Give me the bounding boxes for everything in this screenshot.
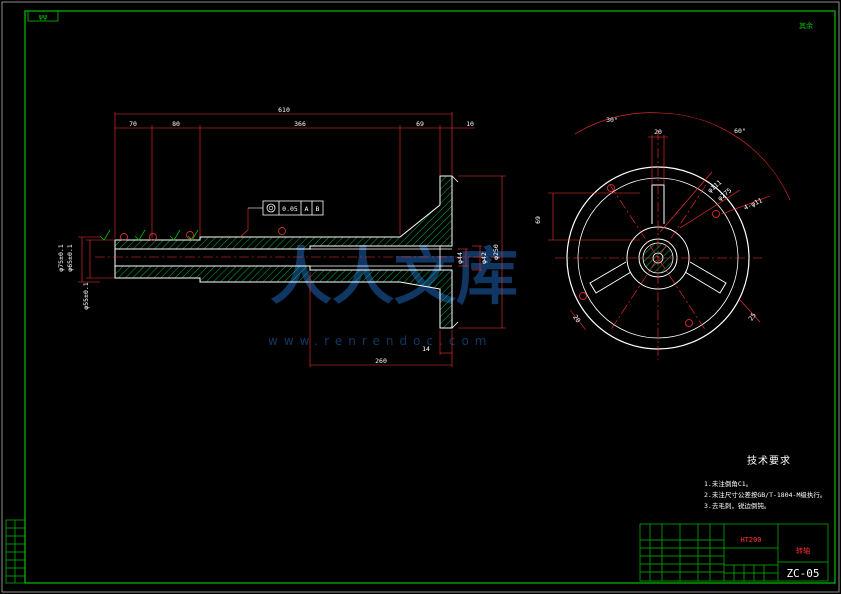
dim-dia-44: φ44 [456, 252, 464, 264]
dim-seg-69: 69 [416, 120, 424, 128]
corner-tag-left: ψψ [39, 13, 47, 21]
dim-20-side: 20 [571, 313, 582, 324]
dim-width-20: 20 [654, 128, 662, 136]
side-view-dimensions [78, 112, 506, 367]
surface-finish-marks [99, 229, 199, 241]
dim-seg-70: 70 [129, 120, 137, 128]
runout-value: 0.05 [282, 205, 298, 213]
dim-dia-42: φ42 [480, 252, 488, 264]
dim-angle-30: 30° [606, 116, 618, 124]
dim-angle-60: 60° [734, 127, 746, 135]
dim-holes: 4-φ11 [743, 196, 764, 212]
tech-req-item: 3.去毛刺，锐边倒钝。 [704, 502, 771, 510]
dim-dia-275: φ275 [716, 186, 733, 202]
front-view-dimension-text: 30° 60° 20 69 φ111 φ275 4-φ11 20 25 [534, 116, 764, 324]
dim-25-side: 25 [747, 311, 758, 322]
datum-markers [120, 227, 286, 241]
shaft-section-view [95, 175, 500, 329]
dim-thickness-14: 14 [422, 345, 430, 353]
title-block-part-name: 转轴 [796, 546, 810, 555]
dim-seg-80: 80 [172, 120, 180, 128]
surface-finish-note: 其余 [799, 21, 813, 30]
dim-left-dia-upper-2: φ65±0.1 [66, 244, 74, 271]
dim-seg-10: 10 [466, 120, 474, 128]
tech-req-item: 1.未注倒角C1。 [704, 480, 753, 488]
dim-seg-366: 366 [294, 120, 306, 128]
tech-req-item: 2.未注尺寸公差按GB/T-1804-M级执行。 [704, 491, 827, 499]
datum-b-ref: B [316, 205, 320, 213]
title-block [639, 523, 829, 582]
side-view-dimension-text: 610 70 80 366 69 10 260 14 φ44 φ42 φ250 … [57, 106, 500, 365]
runout-tolerance-frame: 0.05 A B [248, 200, 324, 216]
title-block-material: HT200 [740, 536, 761, 544]
technical-requirements: 技术要求 1.未注倒角C1。 2.未注尺寸公差按GB/T-1804-M级执行。 … [704, 452, 834, 512]
runout-icon [266, 203, 276, 213]
dim-left-dia-lower: φ55±0.1 [82, 282, 90, 309]
datum-a-ref: A [305, 205, 309, 213]
dim-dia-250: φ250 [492, 244, 500, 260]
dim-69-side: 69 [534, 216, 542, 224]
circular-front-view [555, 130, 762, 360]
tech-req-title: 技术要求 [747, 456, 791, 467]
title-block-drawing-no: ZC-05 [786, 567, 819, 580]
dim-length-260: 260 [375, 357, 387, 365]
front-view-dimensions [548, 112, 791, 331]
dim-total-length: 610 [278, 106, 290, 114]
margin-strip [5, 519, 26, 584]
watermark-url: www.renrendoc.com [268, 334, 492, 348]
dim-left-dia-upper: φ75±0.1 [57, 244, 65, 271]
